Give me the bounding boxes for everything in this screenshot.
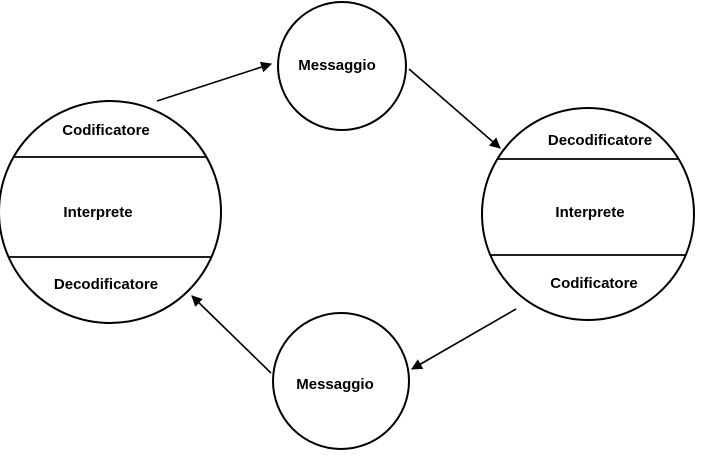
right-node-circle <box>481 107 695 321</box>
top-message-circle <box>277 1 407 131</box>
arrow-bottom-message-to-left <box>191 295 272 374</box>
arrow-top-message-to-right <box>408 68 501 149</box>
right-node: Decodificatore Interprete Codificatore <box>481 107 695 321</box>
bottom-message-node: Messaggio <box>272 312 410 450</box>
left-node-bottom-label: Decodificatore <box>54 276 158 293</box>
top-message-label: Messaggio <box>298 57 376 74</box>
left-node: Codificatore Interprete Decodificatore <box>0 100 222 324</box>
left-node-middle-label: Interprete <box>63 204 132 221</box>
bottom-message-label: Messaggio <box>296 376 374 393</box>
top-message-node: Messaggio <box>277 1 407 131</box>
arrow-left-to-top-message <box>156 61 273 102</box>
right-node-top-label: Decodificatore <box>548 132 652 149</box>
left-node-top-label: Codificatore <box>62 122 150 139</box>
right-node-bottom-label: Codificatore <box>550 275 638 292</box>
arrow-right-to-bottom-message <box>411 308 517 370</box>
right-node-middle-label: Interprete <box>555 204 624 221</box>
bottom-message-circle <box>272 312 410 450</box>
